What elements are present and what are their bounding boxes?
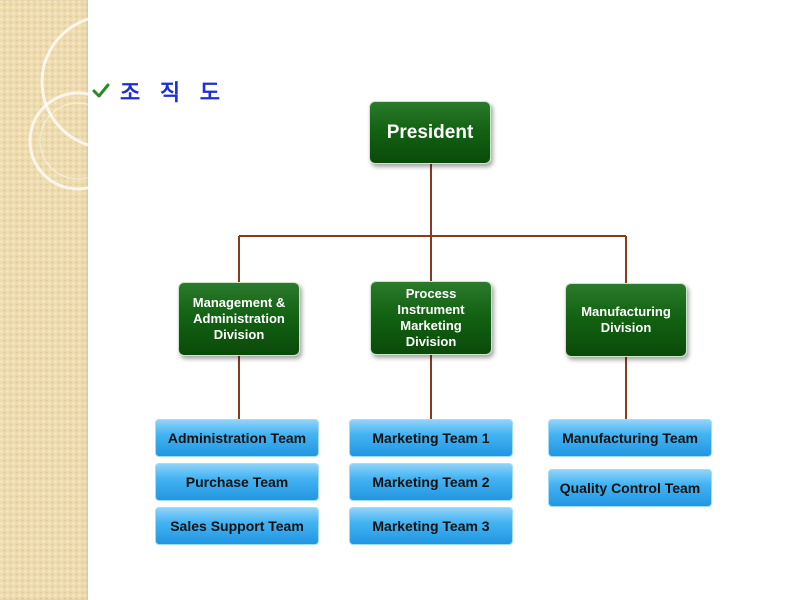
team-marketing-3: Marketing Team 3 [349, 507, 513, 545]
decorative-sidebar [0, 0, 88, 600]
division-management-administration: Management & Administration Division [178, 282, 300, 356]
team-administration: Administration Team [155, 419, 319, 457]
slide-title: 조 직 도 [92, 76, 226, 106]
team-quality-control: Quality Control Team [548, 469, 712, 507]
president-box: President [369, 101, 491, 164]
team-marketing-1: Marketing Team 1 [349, 419, 513, 457]
team-sales-support: Sales Support Team [155, 507, 319, 545]
check-icon [92, 83, 110, 98]
division-manufacturing: Manufacturing Division [565, 283, 687, 357]
team-manufacturing: Manufacturing Team [548, 419, 712, 457]
slide-title-text: 조 직 도 [120, 81, 227, 106]
team-purchase: Purchase Team [155, 463, 319, 501]
division-process-instrument-marketing: Process Instrument Marketing Division [370, 281, 492, 355]
team-marketing-2: Marketing Team 2 [349, 463, 513, 501]
